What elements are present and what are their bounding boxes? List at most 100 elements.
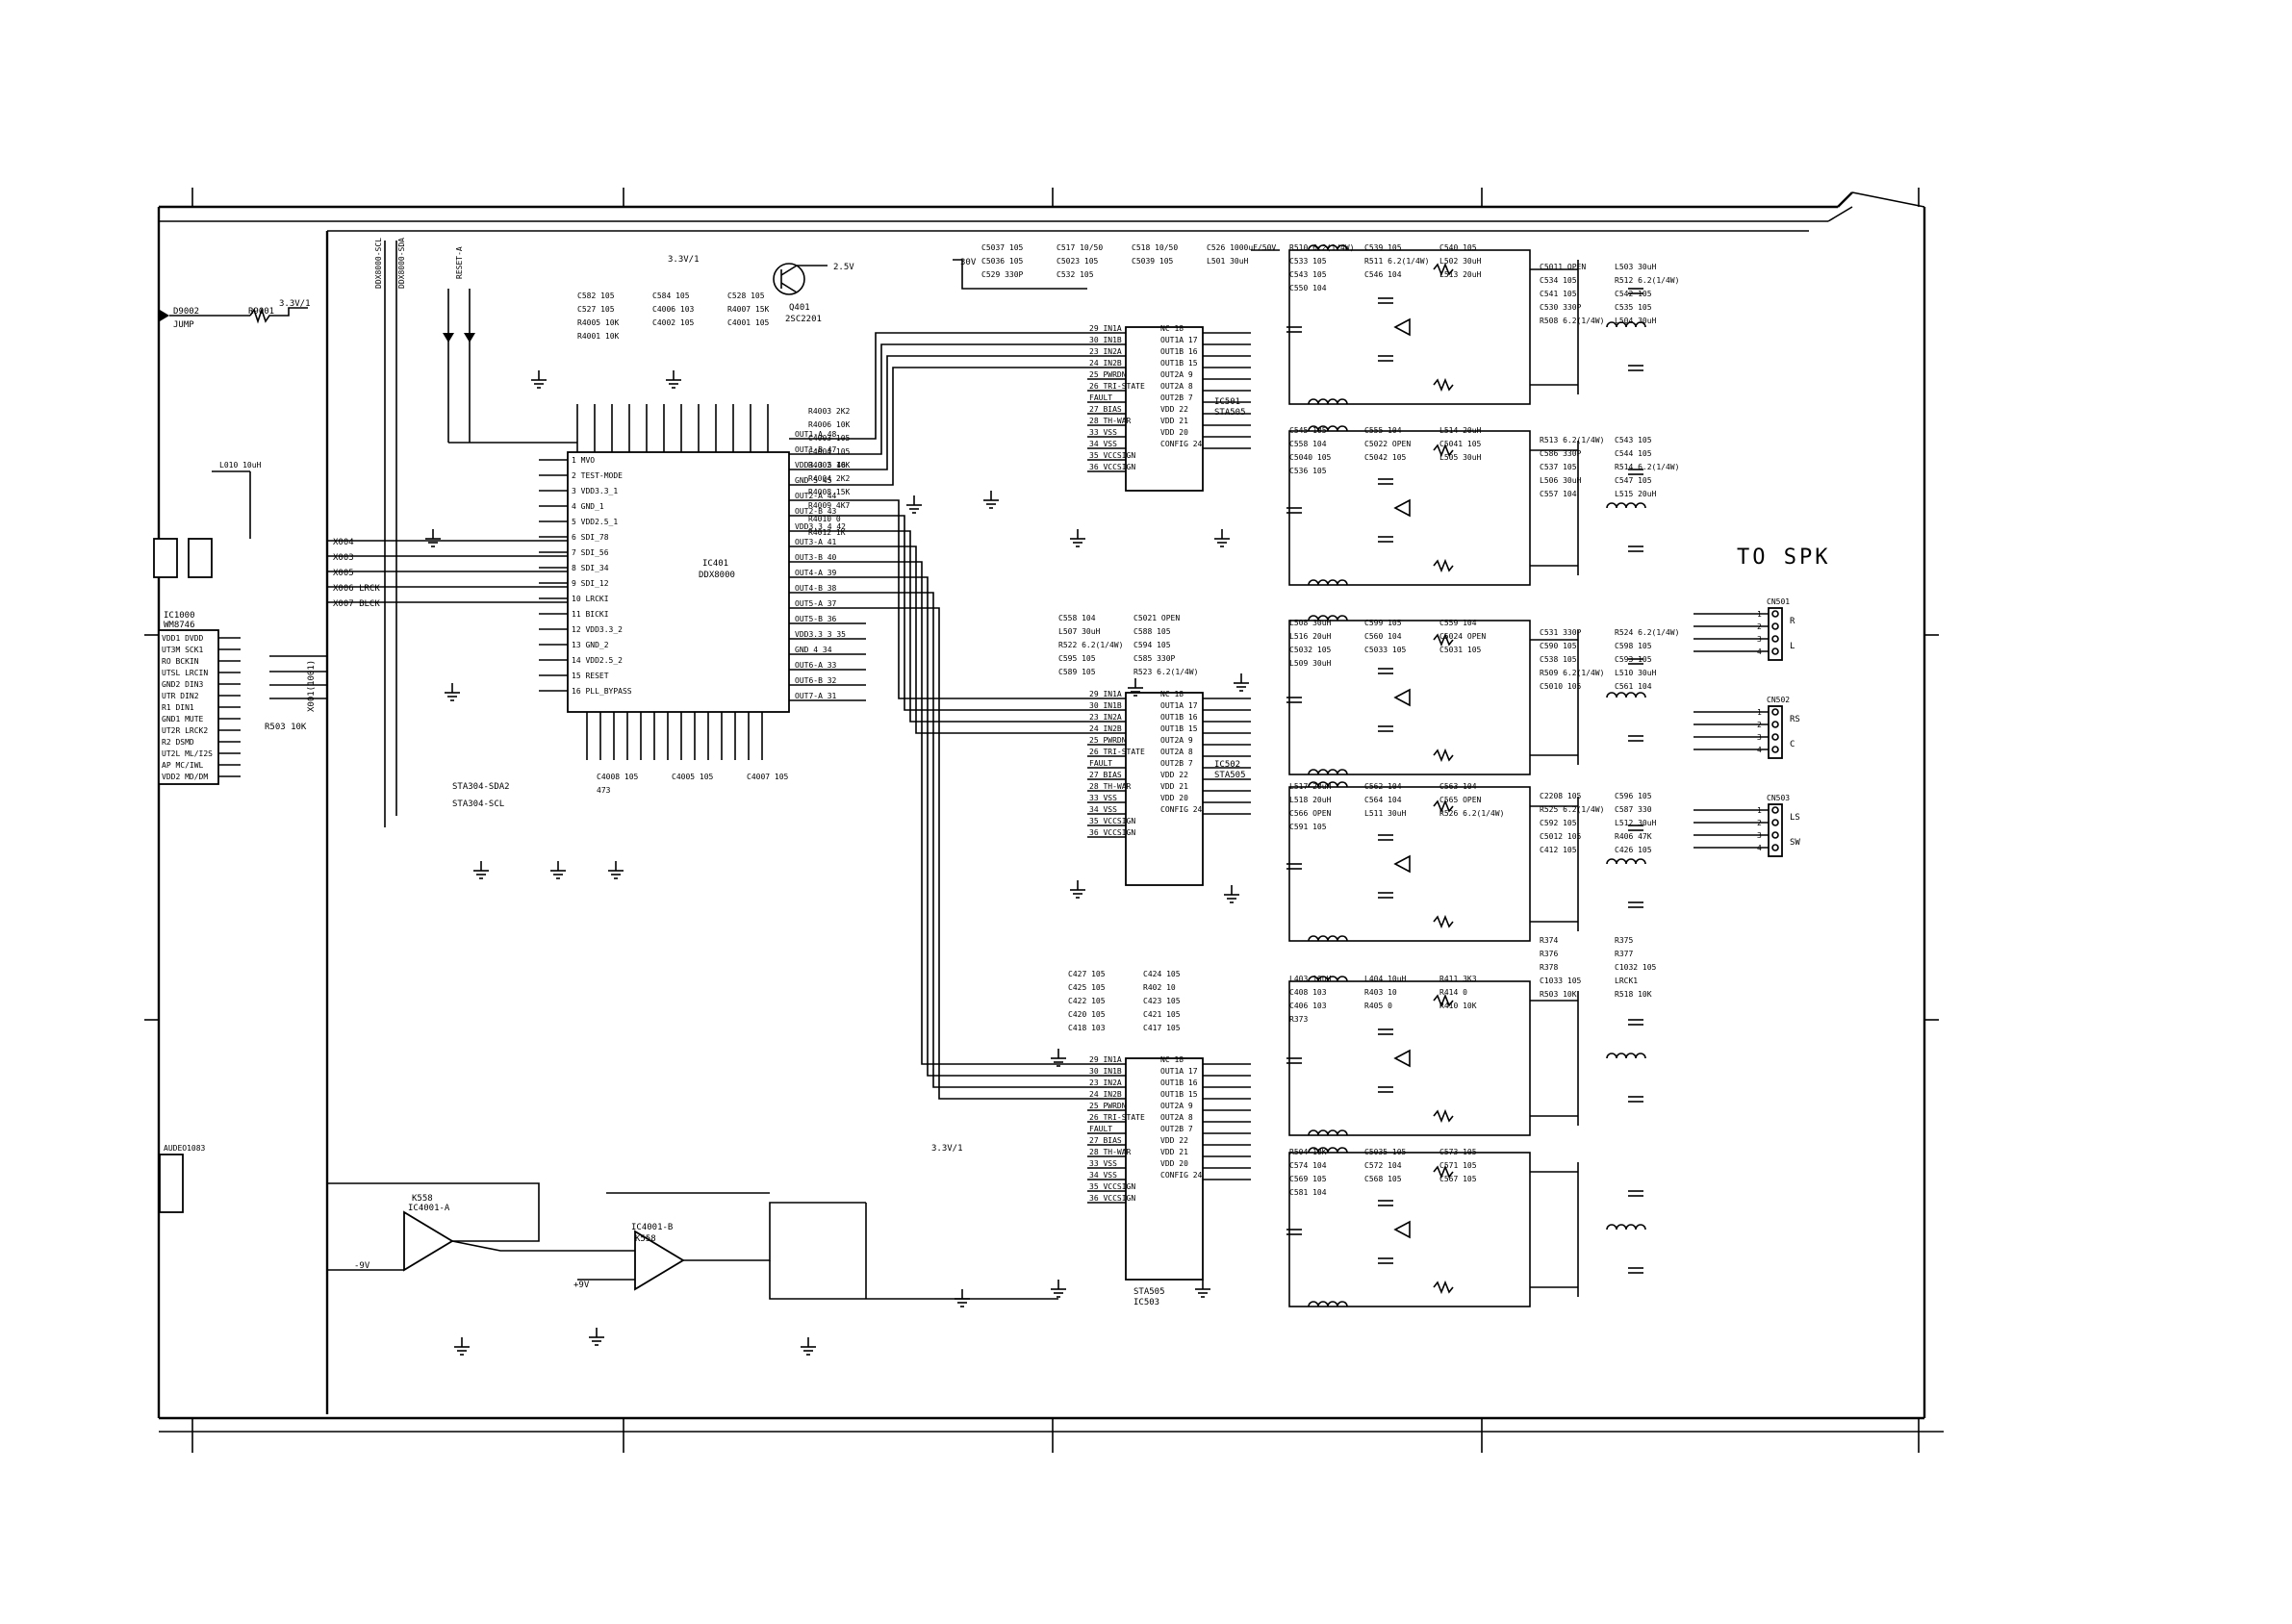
connector-pin <box>1771 806 1779 814</box>
passive-label: C599 105 <box>1364 619 1402 627</box>
connector-ref: CN502 <box>1767 696 1790 704</box>
connector-body <box>1768 803 1783 857</box>
passive-label: R4006 10K <box>808 420 851 429</box>
passive-label: R411 3K3 <box>1439 975 1477 983</box>
passive-label: C588 105 <box>1133 627 1171 636</box>
output-arrow <box>1393 317 1411 337</box>
passive-label: C581 104 <box>1289 1188 1327 1197</box>
jump-label: JUMP <box>173 320 194 330</box>
passive-label: R374 <box>1540 936 1558 945</box>
v9p-label: +9V <box>573 1281 590 1290</box>
sta-left-pin: 33 VSS <box>1089 794 1117 802</box>
ic4001a-ref: IC4001-A <box>408 1204 450 1213</box>
passive-label: C592 105 <box>1540 819 1577 827</box>
sta-left-pin: 24 IN2B <box>1089 359 1122 368</box>
x004-label: X004 <box>333 538 354 547</box>
passive-label: C560 104 <box>1364 632 1402 641</box>
ddx-left-pin: 5 VDD2.5_1 <box>572 518 618 526</box>
sta-left-pin: 29 IN1A <box>1089 690 1122 698</box>
passive-label: C4007 105 <box>747 773 789 781</box>
wm8746-pin: AP MC/IWL <box>162 761 204 770</box>
sta-left-pin: 23 IN2A <box>1089 713 1122 722</box>
passive-label: R375 <box>1615 936 1633 945</box>
passive-label: C539 105 <box>1364 243 1402 252</box>
output-arrow <box>1393 854 1411 874</box>
passive-label: R414 0 <box>1439 988 1467 997</box>
passive-label: C558 104 <box>1058 614 1096 622</box>
passive-label: C586 330P <box>1540 449 1582 458</box>
sta-right-pin: VDD 22 <box>1160 1136 1188 1145</box>
passive-label: C517 10/50 <box>1057 243 1103 252</box>
ddx-left-pin: 6 SDI_78 <box>572 533 609 542</box>
passive-label: C5040 105 <box>1289 453 1332 462</box>
sta-left-pin: FAULT <box>1089 1125 1112 1133</box>
sta-right-pin: CONFIG 24 <box>1160 805 1203 814</box>
ic502-sta505: IC502 STA505 <box>1125 692 1246 886</box>
passive-label: R373 <box>1289 1015 1308 1024</box>
sta-left-pin: 23 IN2A <box>1089 1078 1122 1087</box>
passive-label: L506 30uH <box>1540 476 1582 485</box>
to-spk-heading: TO SPK <box>1737 546 1830 570</box>
sheet-frame <box>144 188 1944 1453</box>
wm8746-pin: VDD1 DVDD <box>162 634 204 643</box>
connector-body <box>1768 607 1783 661</box>
passive-label: C533 105 <box>1289 257 1327 266</box>
wm8746-pin: VDD2 MD/DM <box>162 773 208 781</box>
passive-label: C555 104 <box>1364 426 1402 435</box>
sta-right-pin: NC 18 <box>1160 690 1184 698</box>
passive-label: C5012 105 <box>1540 832 1582 841</box>
passive-label: L509 30uH <box>1289 659 1332 668</box>
passive-label: C538 105 <box>1540 655 1577 664</box>
ddx-right-pin: VDD3.3_4 42 <box>795 522 846 531</box>
ddx-left-pin: 12 VDD3.3_2 <box>572 625 623 634</box>
resistor <box>1433 377 1454 393</box>
sta-left-pin: 28 TH-WAR <box>1089 782 1132 791</box>
sta-left-pin: 24 IN2B <box>1089 1090 1122 1099</box>
jumper-input: D9002 JUMP R9001 3.3V/1 <box>160 299 311 330</box>
ic4001a-part: K558 <box>412 1194 433 1204</box>
output-arrow <box>1393 498 1411 518</box>
passive-label: R4008 15K <box>808 488 851 496</box>
passive-label: R376 <box>1540 950 1558 958</box>
inductor <box>1606 1224 1646 1231</box>
passive-label: R503 10K <box>1540 990 1577 999</box>
ddx-left-pin: 14 VDD2.5_2 <box>572 656 623 665</box>
sta-right-pin: OUT2B 7 <box>1160 759 1193 768</box>
connector-pin <box>1771 622 1779 630</box>
ic503-sta505: STA505 IC503 <box>1125 1057 1204 1307</box>
passive-label: C568 105 <box>1364 1175 1402 1183</box>
passive-label: C425 105 <box>1068 983 1106 992</box>
ddx-left-pin: 8 SDI_34 <box>572 564 609 572</box>
passive-label: R403 10 <box>1364 988 1397 997</box>
sta-right-pin: VDD 22 <box>1160 771 1188 779</box>
ddx-right-pin: GND_4 34 <box>795 646 832 654</box>
resistor <box>1433 558 1454 573</box>
connector-pin <box>1771 708 1779 716</box>
sta-left-pin: 30 IN1B <box>1089 336 1122 344</box>
passive-label: C550 104 <box>1289 284 1327 292</box>
sta-right-pin: VDD 21 <box>1160 782 1188 791</box>
route-wire <box>866 530 1087 723</box>
passive-label: C593 105 <box>1615 655 1652 664</box>
passive-label: C5042 105 <box>1364 453 1407 462</box>
sta-left-pin: 28 TH-WAR <box>1089 1148 1132 1156</box>
passive-label: C5032 105 <box>1289 646 1332 654</box>
passive-label: C4005 105 <box>672 773 714 781</box>
passive-label: C540 105 <box>1439 243 1477 252</box>
resistor <box>1433 914 1454 929</box>
ddx-right-pin: OUT5-B 36 <box>795 615 837 623</box>
wm8746-pin: GND1 MUTE <box>162 715 204 723</box>
ddx-left-pin: 13 GND_2 <box>572 641 609 649</box>
resistor <box>1433 799 1454 814</box>
passive-label: R4005 10K <box>577 318 620 327</box>
sda-label: STA304-SDA2 <box>452 782 510 792</box>
wm8746-pin: UT2L ML/I2S <box>162 749 213 758</box>
wm8746-pin: RO BCKIN <box>162 657 199 666</box>
reset-label: RESET-A <box>455 246 464 279</box>
passive-label: R4010 0 <box>808 515 841 523</box>
ddx-left-pin: 3 VDD3.3_1 <box>572 487 618 495</box>
sta-right-pin: OUT1A 17 <box>1160 701 1198 710</box>
